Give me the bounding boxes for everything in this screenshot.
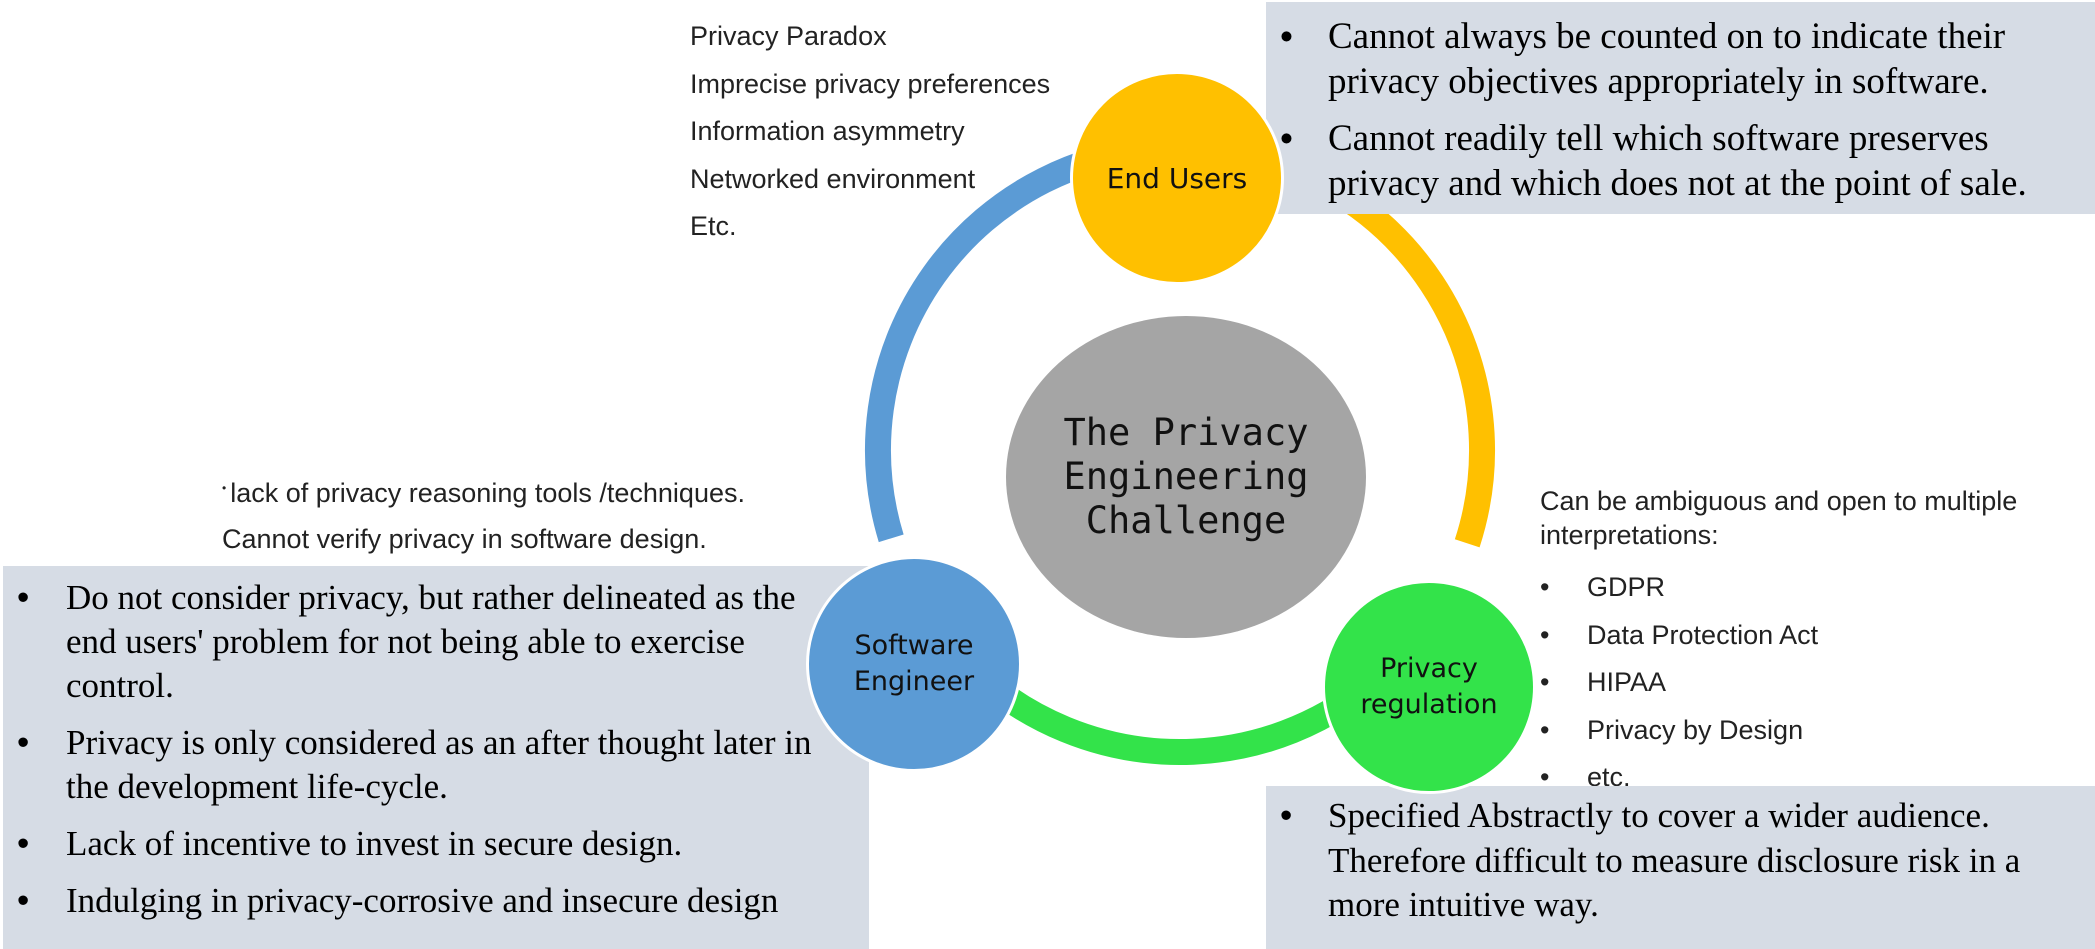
- end-users-notes: Privacy Paradox Imprecise privacy prefer…: [690, 13, 1050, 251]
- engineer-panel-item: Do not consider privacy, but rather deli…: [3, 576, 826, 708]
- end-users-panel-item: Cannot always be counted on to indicate …: [1266, 14, 2095, 104]
- end-users-note: Networked environment: [690, 163, 976, 194]
- regulation-intro: Can be ambiguous and open to multiple in…: [1540, 486, 2018, 550]
- engineer-notes: •lack of privacy reasoning tools /techni…: [222, 464, 745, 566]
- end-users-panel-item: Cannot readily tell which software prese…: [1266, 116, 2095, 206]
- end-users-note: Imprecise privacy preferences: [690, 68, 1051, 99]
- software-engineer-label: Software Engineer: [853, 630, 975, 697]
- software-engineer-node: Software Engineer: [806, 556, 1022, 772]
- engineer-panel-item: Indulging in privacy-corrosive and insec…: [3, 879, 869, 923]
- engineer-note: •lack of privacy reasoning tools /techni…: [222, 478, 745, 508]
- regulation-item: Privacy by Design: [1540, 707, 2070, 755]
- regulation-panel-item: Specified Abstractly to cover a wider au…: [1266, 794, 2048, 928]
- end-users-note: Privacy Paradox: [690, 21, 887, 51]
- regulation-panel: Specified Abstractly to cover a wider au…: [1266, 786, 2095, 949]
- engineer-panel: Do not consider privacy, but rather deli…: [3, 566, 869, 949]
- end-users-node: End Users: [1070, 71, 1284, 285]
- privacy-regulation-label: Privacy regulation: [1360, 653, 1498, 720]
- end-users-note: Etc.: [690, 211, 737, 241]
- end-users-label: End Users: [1106, 161, 1248, 195]
- end-users-note: Information asymmetry: [690, 116, 965, 146]
- center-title: The Privacy Engineering Challenge: [1063, 411, 1309, 542]
- engineer-panel-item: Privacy is only considered as an after t…: [3, 721, 856, 809]
- regulation-item: Data Protection Act: [1540, 612, 2070, 660]
- regulation-item: HIPAA: [1540, 659, 2070, 707]
- privacy-regulation-node: Privacy regulation: [1322, 580, 1536, 794]
- engineer-note: Cannot verify privacy in software design…: [222, 524, 707, 554]
- end-users-panel: Cannot always be counted on to indicate …: [1266, 2, 2095, 214]
- bullet-dot-icon: •: [222, 481, 227, 495]
- center-title-node: The Privacy Engineering Challenge: [1006, 316, 1366, 638]
- engineer-panel-item: Lack of incentive to invest in secure de…: [3, 822, 869, 866]
- regulation-notes: Can be ambiguous and open to multiple in…: [1540, 484, 2070, 802]
- regulation-item: GDPR: [1540, 564, 2070, 612]
